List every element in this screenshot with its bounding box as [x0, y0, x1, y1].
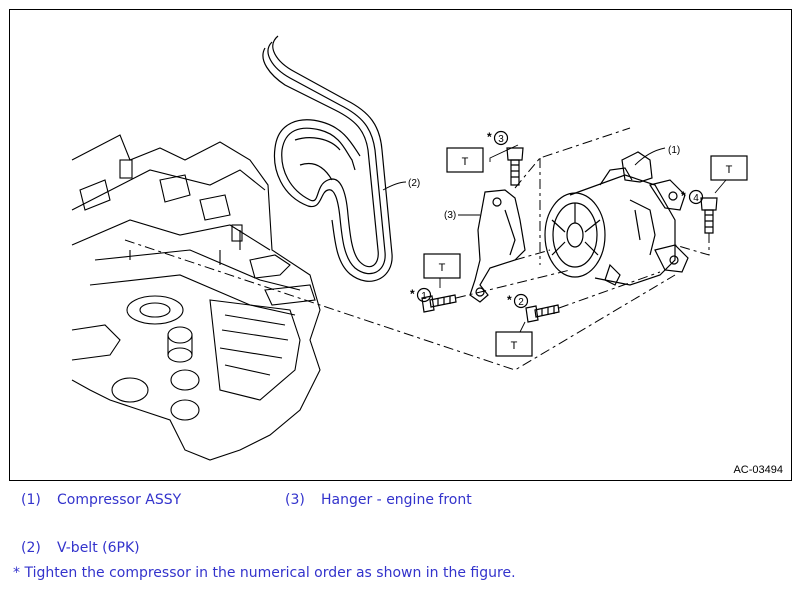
- hanger-engine-front: [469, 189, 526, 303]
- torque-box-4-label: T: [511, 340, 518, 352]
- torque-box-4: T: [495, 331, 533, 357]
- torque-box-1: T: [446, 147, 484, 173]
- torque-box-2-label: T: [726, 164, 733, 176]
- legend-item-2-text: V-belt (6PK): [57, 540, 140, 556]
- legend-item-2-num: (2): [21, 540, 41, 556]
- torque-box-1-label: T: [462, 156, 469, 168]
- torque-box-3: T: [423, 253, 461, 279]
- order-mark-4: * 4: [681, 189, 704, 205]
- v-belt: [262, 35, 393, 282]
- order-mark-3-num: 3: [498, 134, 504, 145]
- order-mark-1-star: *: [410, 287, 415, 301]
- legend-item-3-num: (3): [285, 492, 305, 508]
- callout-2: (2): [408, 178, 420, 189]
- callout-3: (3): [444, 210, 456, 221]
- engine-block: [71, 134, 321, 461]
- order-mark-3-star: *: [487, 130, 492, 144]
- legend-item-2: (2) V-belt (6PK): [21, 540, 140, 556]
- alignment-lines: [124, 127, 710, 371]
- callout-1: (1): [668, 145, 680, 156]
- legend-item-1: (1) Compressor ASSY: [21, 492, 181, 508]
- order-mark-2-star: *: [507, 293, 512, 307]
- legend-item-1-num: (1): [21, 492, 41, 508]
- torque-box-3-label: T: [439, 262, 446, 274]
- order-mark-1: * 1: [410, 287, 432, 303]
- compressor-assy: [544, 151, 689, 286]
- tightening-note: * Tighten the compressor in the numerica…: [13, 565, 516, 581]
- bolt-3: [506, 147, 524, 186]
- figure-code: AC-03494: [733, 464, 783, 476]
- order-mark-4-star: *: [681, 189, 686, 203]
- torque-box-2: T: [710, 155, 748, 181]
- diagram-figure: (1) (2) (3) T T T T * 1 * 2: [9, 9, 792, 481]
- order-mark-1-num: 1: [421, 291, 427, 302]
- order-mark-4-num: 4: [693, 193, 699, 204]
- order-mark-3: * 3: [487, 130, 509, 146]
- bolt-4: [700, 197, 718, 234]
- diagram-drawing: (1) (2) (3) T T T T * 1 * 2: [71, 35, 748, 461]
- legend-item-1-text: Compressor ASSY: [57, 492, 182, 508]
- legend-item-3: (3) Hanger - engine front: [285, 492, 472, 508]
- bolt-2: [525, 304, 560, 323]
- bolt-1: [421, 294, 457, 313]
- legend-item-3-text: Hanger - engine front: [321, 492, 472, 508]
- order-mark-2: * 2: [507, 293, 529, 309]
- order-mark-2-num: 2: [518, 297, 524, 308]
